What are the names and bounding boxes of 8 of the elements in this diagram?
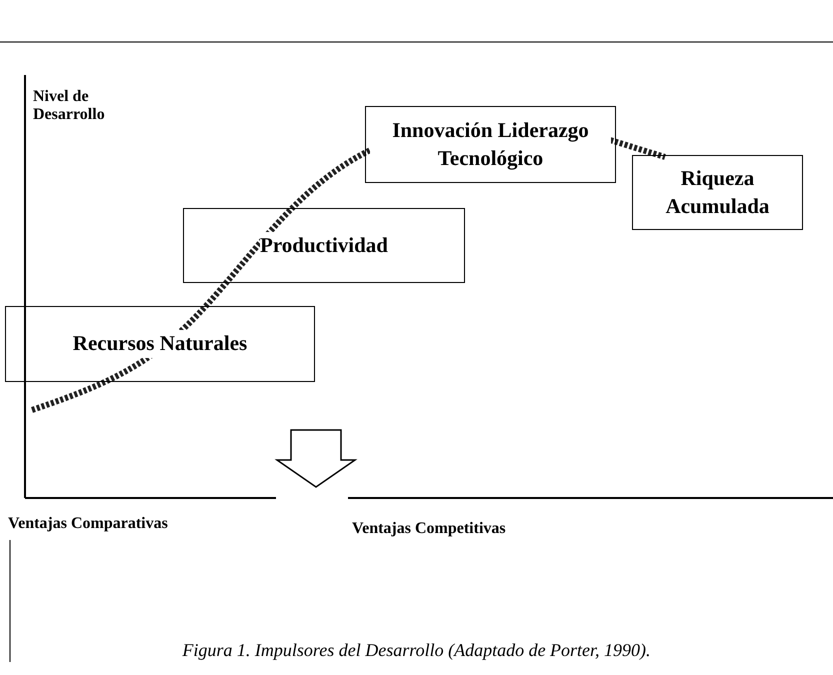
stage-box: Recursos Naturales bbox=[5, 306, 315, 382]
axis-label: Ventajas Comparativas bbox=[8, 515, 168, 533]
axis-label: Ventajas Competitivas bbox=[352, 520, 506, 538]
stage-box: Riqueza Acumulada bbox=[632, 155, 803, 230]
stage-box: Productividad bbox=[183, 208, 465, 283]
figure-caption: Figura 1. Impulsores del Desarrollo (Adaptado de Porter, 1990). bbox=[182, 640, 651, 660]
axis-label: Nivel de Desarrollo bbox=[33, 88, 106, 124]
stage-box: Innovación Liderazgo Tecnológico bbox=[365, 106, 616, 183]
